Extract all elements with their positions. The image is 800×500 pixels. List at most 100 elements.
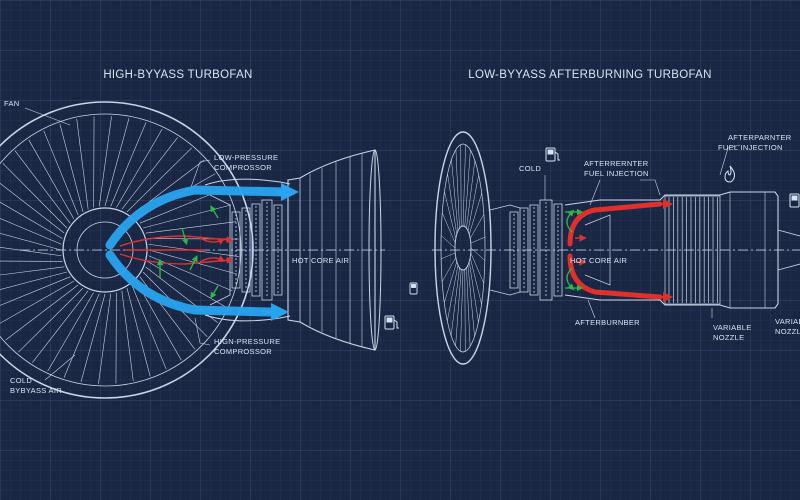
fan-blade [148,249,237,275]
left-exhaust-section [287,149,382,351]
fan-blade [455,269,462,346]
fan-blade [143,204,232,229]
right-compressor-flow [565,208,584,292]
fan-blade [0,233,62,251]
high-bypass-turbofan [0,101,385,399]
fan-blade [444,261,457,303]
fan-blade [76,118,89,210]
right-cold-label: COLD [519,164,541,173]
fan-blade [5,284,79,341]
fan-blade [126,147,192,213]
fan-blade [441,257,457,282]
fan-label: FAN [4,99,20,108]
fan-blade [447,173,457,235]
left-bypass-flow [105,183,299,321]
fan-blade [0,182,65,234]
fan-blade [121,137,178,210]
fan-blade [0,266,65,276]
fan-blade [0,247,62,257]
fan-blade [464,269,466,352]
fan-blade [460,269,464,352]
fan-blade [80,293,106,382]
fan-blade [442,212,456,244]
fan-blade [466,267,471,347]
fan-blade [469,214,485,239]
right-hot-flow [567,199,673,302]
fan-blade [18,287,84,353]
fan-blade [131,284,167,370]
fan-blade [2,163,68,229]
fan-blade [0,201,63,239]
fan-blade [450,267,460,336]
fan-blade [0,271,67,290]
fan-blade [470,236,485,244]
hpc-label-line2: COMPROSSOR [214,347,272,356]
ab-fuel-r-leader [719,144,741,176]
fan-blade [469,257,482,305]
fan-blade [104,118,130,207]
ab-fuel-leader [589,179,601,206]
fan-blade [469,193,482,235]
cold-bypass-label-line1: COLD [10,376,32,385]
lpc-leader [189,159,211,191]
fan-blade [145,221,237,234]
fan-blade [126,288,151,377]
fan-blade [455,149,460,229]
variable-nozzle-right-label-line2: NOZZLE [775,327,800,336]
cold-bypass-label-line2: BYBYASS AIR [10,386,62,395]
afterburner-ribs [664,195,721,305]
right-hot-core-label: HOT CORE AIR [570,256,628,265]
fan-blade [469,261,479,323]
afterburner-leader [587,299,596,319]
variable-nozzle [719,191,800,309]
hpc-leader [194,317,211,346]
fuel-pump-icon [545,147,560,162]
fan-blade [0,218,62,245]
fuel-pump-icon [789,193,800,208]
fan-blade [467,265,475,337]
afterburner-duct [564,194,720,306]
fan-blade [470,252,484,284]
fan-leader [24,107,71,126]
fan-blade [110,122,147,207]
fan-blade [98,293,112,384]
left-compressor-flow [156,205,219,299]
fan-blade [441,252,456,260]
variable-nozzle-label-line1: VARIABLE [713,323,752,332]
fan-blade [0,276,71,306]
fan-disc [0,101,254,399]
afterburning-turbofan [432,131,800,365]
fan-blade [460,144,462,227]
fan-blade [28,139,75,220]
flame-icon [724,165,735,183]
afterburner-label: AFTERBURNBER [575,318,640,327]
cold-leader [44,354,76,381]
fan-blade [63,293,100,378]
fuel-pump-icon [384,315,399,330]
fan-blade [466,160,476,229]
fan-blade [447,265,459,322]
fan-blade [462,144,466,227]
hpc-label-line1: HIGN-PRESSURE [214,337,280,346]
ab-fuel-label-line1: AFTERRERNTER [584,159,649,168]
ab-fuel-right-label-line1: AFTERPARNTER [728,133,792,142]
fan-blade [98,116,112,207]
variable-nozzle-label-line2: NOZZLE [713,333,744,342]
fan-blade [43,130,79,216]
ab-fuel-leader-2 [640,179,661,196]
fan-blade [59,123,84,212]
fan-blade [121,290,134,382]
fan-blade [32,290,89,363]
right-engine-title: LOW-BYYASS AFTERBURNING TURBOFAN [468,69,711,81]
lpc-label-line1: LOW-PRESSURE [214,153,278,162]
fan-blade [116,128,163,208]
fan-blade [47,292,94,372]
fan-blade [440,235,456,249]
fuel-pump-icon [409,282,418,295]
fan-blade [467,174,479,231]
fan-blade [451,159,459,231]
ab-fuel-right-label-line2: FUEL INJECTION [718,143,783,152]
fan-blade [470,247,486,261]
